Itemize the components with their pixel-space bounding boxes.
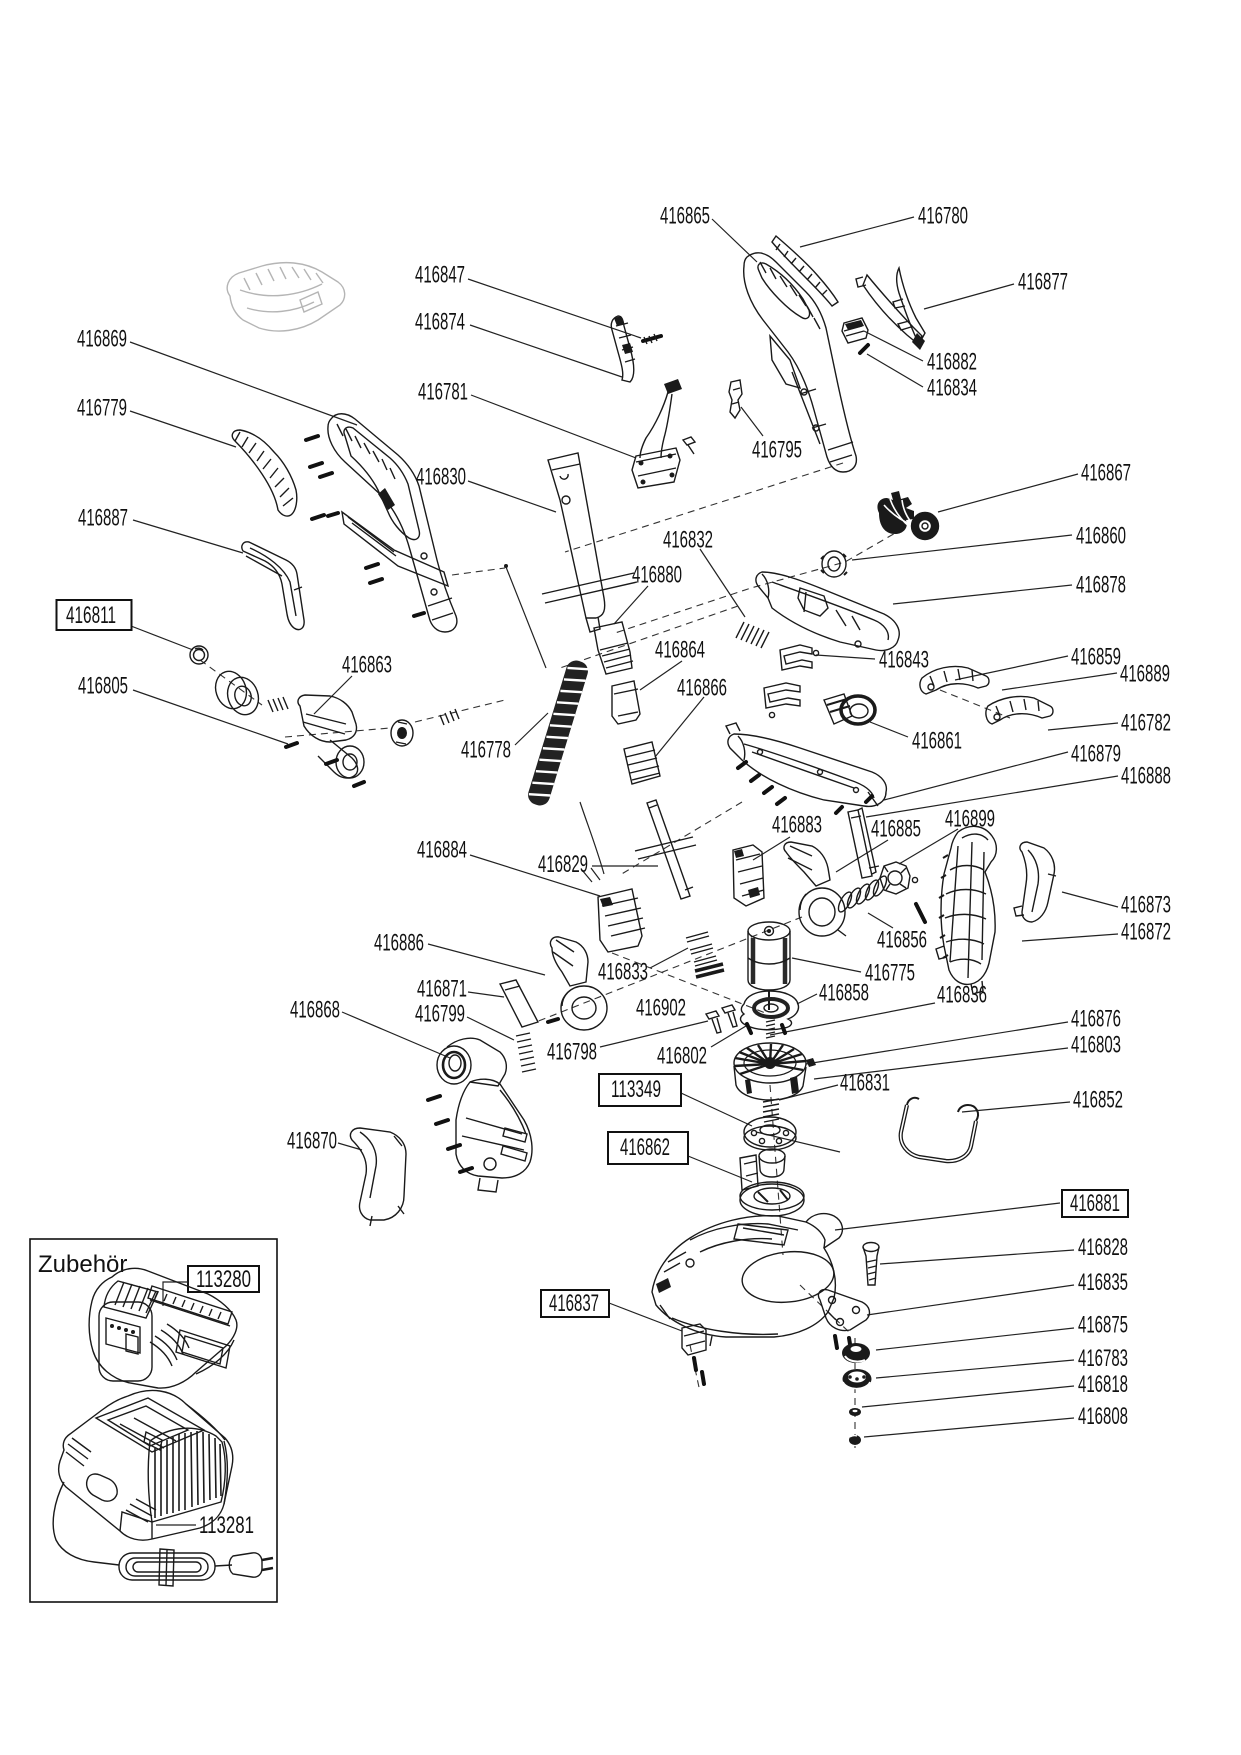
svg-text:416803: 416803 (1071, 1032, 1121, 1059)
svg-text:416887: 416887 (78, 505, 128, 532)
svg-text:416779: 416779 (77, 395, 127, 422)
svg-text:416811: 416811 (66, 602, 116, 629)
svg-text:416831: 416831 (840, 1070, 890, 1097)
svg-text:416780: 416780 (918, 203, 968, 230)
svg-text:416860: 416860 (1076, 523, 1126, 550)
svg-text:416828: 416828 (1078, 1234, 1128, 1261)
svg-text:416871: 416871 (417, 976, 467, 1003)
svg-text:416818: 416818 (1078, 1371, 1128, 1398)
svg-text:416880: 416880 (632, 562, 682, 589)
svg-text:416868: 416868 (290, 997, 340, 1024)
svg-text:416861: 416861 (912, 728, 962, 755)
svg-text:416874: 416874 (415, 309, 465, 336)
svg-text:416877: 416877 (1018, 269, 1068, 296)
svg-text:416858: 416858 (819, 980, 869, 1007)
svg-text:416884: 416884 (417, 837, 467, 864)
svg-text:416862: 416862 (620, 1134, 670, 1161)
svg-text:Zubehör: Zubehör (38, 1251, 127, 1278)
svg-text:113349: 113349 (611, 1076, 661, 1103)
svg-text:416885: 416885 (871, 816, 921, 843)
svg-text:416873: 416873 (1121, 892, 1171, 919)
svg-text:416843: 416843 (879, 647, 929, 674)
svg-text:416852: 416852 (1073, 1087, 1123, 1114)
svg-text:416835: 416835 (1078, 1269, 1128, 1296)
svg-text:416799: 416799 (415, 1001, 465, 1028)
svg-text:416781: 416781 (418, 379, 468, 406)
svg-text:416805: 416805 (78, 673, 128, 700)
svg-text:416847: 416847 (415, 262, 465, 289)
svg-text:416836: 416836 (937, 982, 987, 1009)
svg-text:416795: 416795 (752, 437, 802, 464)
svg-text:416782: 416782 (1121, 710, 1171, 737)
svg-text:416865: 416865 (660, 203, 710, 230)
svg-text:416833: 416833 (598, 959, 648, 986)
svg-text:416802: 416802 (657, 1043, 707, 1070)
svg-text:416889: 416889 (1120, 661, 1170, 688)
svg-text:416783: 416783 (1078, 1345, 1128, 1372)
svg-text:113281: 113281 (199, 1512, 254, 1539)
svg-text:113280: 113280 (196, 1266, 251, 1293)
svg-text:416837: 416837 (549, 1290, 599, 1317)
svg-text:416882: 416882 (927, 349, 977, 376)
svg-text:416867: 416867 (1081, 460, 1131, 487)
svg-text:416879: 416879 (1071, 741, 1121, 768)
svg-text:416866: 416866 (677, 675, 727, 702)
svg-text:416775: 416775 (865, 960, 915, 987)
svg-text:416899: 416899 (945, 806, 995, 833)
svg-text:416834: 416834 (927, 375, 977, 402)
svg-text:416886: 416886 (374, 930, 424, 957)
svg-text:416778: 416778 (461, 737, 511, 764)
svg-text:416859: 416859 (1071, 644, 1121, 671)
svg-text:416883: 416883 (772, 812, 822, 839)
svg-text:416881: 416881 (1070, 1190, 1120, 1217)
svg-text:416878: 416878 (1076, 572, 1126, 599)
svg-text:416830: 416830 (416, 464, 466, 491)
svg-text:416863: 416863 (342, 652, 392, 679)
svg-text:416829: 416829 (538, 851, 588, 878)
svg-text:416876: 416876 (1071, 1006, 1121, 1033)
svg-text:416869: 416869 (77, 326, 127, 353)
svg-text:416902: 416902 (636, 995, 686, 1022)
svg-text:416832: 416832 (663, 527, 713, 554)
svg-text:416808: 416808 (1078, 1403, 1128, 1430)
svg-text:416888: 416888 (1121, 763, 1171, 790)
svg-text:416870: 416870 (287, 1128, 337, 1155)
svg-text:416872: 416872 (1121, 919, 1171, 946)
svg-text:416798: 416798 (547, 1039, 597, 1066)
svg-text:416875: 416875 (1078, 1312, 1128, 1339)
svg-text:416856: 416856 (877, 927, 927, 954)
svg-text:416864: 416864 (655, 637, 705, 664)
